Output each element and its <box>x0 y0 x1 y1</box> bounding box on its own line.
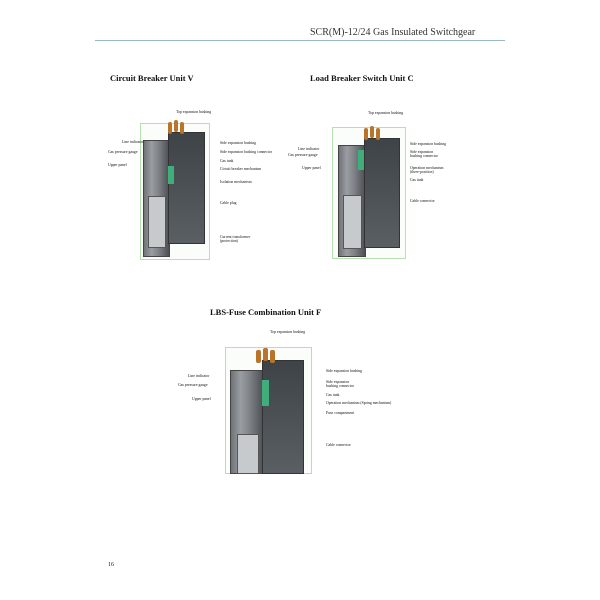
label: Isolation mechanism <box>220 180 252 184</box>
label: Line indicator <box>298 147 320 151</box>
label: Current transformer (protection) <box>220 235 251 243</box>
label: Side expansion bushing connector <box>220 150 272 154</box>
label: Side expansion bushing <box>410 142 447 146</box>
unit-v-title: Circuit Breaker Unit V <box>110 73 194 83</box>
label: Line indicator <box>122 140 144 144</box>
unit-c-title: Load Breaker Switch Unit C <box>310 73 414 83</box>
header-rule <box>95 40 505 41</box>
label: Upper panel <box>192 397 211 401</box>
label: Side expansion bushing <box>220 141 257 145</box>
unit-f-title: LBS-Fuse Combination Unit F <box>210 307 322 317</box>
label: Circuit breaker mechanism <box>220 167 262 171</box>
label: Side expansion bushing connector <box>326 380 354 388</box>
label: Cable connector <box>410 199 435 203</box>
header-title: SCR(M)-12/24 Gas Insulated Switchgear <box>310 27 476 38</box>
label: Gas pressure gauge <box>108 150 138 154</box>
label: Line indicator <box>188 374 210 378</box>
label: Cable plug <box>220 201 237 205</box>
label: Operation mechanism (Spring mechanism) <box>326 401 392 405</box>
label: Gas pressure gauge <box>178 383 208 387</box>
label: Top expansion bushing <box>176 110 212 114</box>
label: Gas tank <box>220 159 234 163</box>
label: Side expansion bushing <box>326 369 363 373</box>
label: Top expansion bushing <box>270 330 306 334</box>
label: Top expansion bushing <box>368 111 404 115</box>
label: Gas pressure gauge <box>288 153 318 157</box>
label: Fuse compartment <box>326 411 355 415</box>
label: Gas tank <box>410 178 424 182</box>
label: Upper panel <box>108 163 127 167</box>
page-number: 16 <box>108 562 114 568</box>
label: Cable connector <box>326 443 351 447</box>
label: Gas tank <box>326 393 340 397</box>
label: Operation mechanism (three-position) <box>410 166 444 174</box>
label: Upper panel <box>302 166 321 170</box>
label: Side expansion bushing connector <box>410 150 438 158</box>
